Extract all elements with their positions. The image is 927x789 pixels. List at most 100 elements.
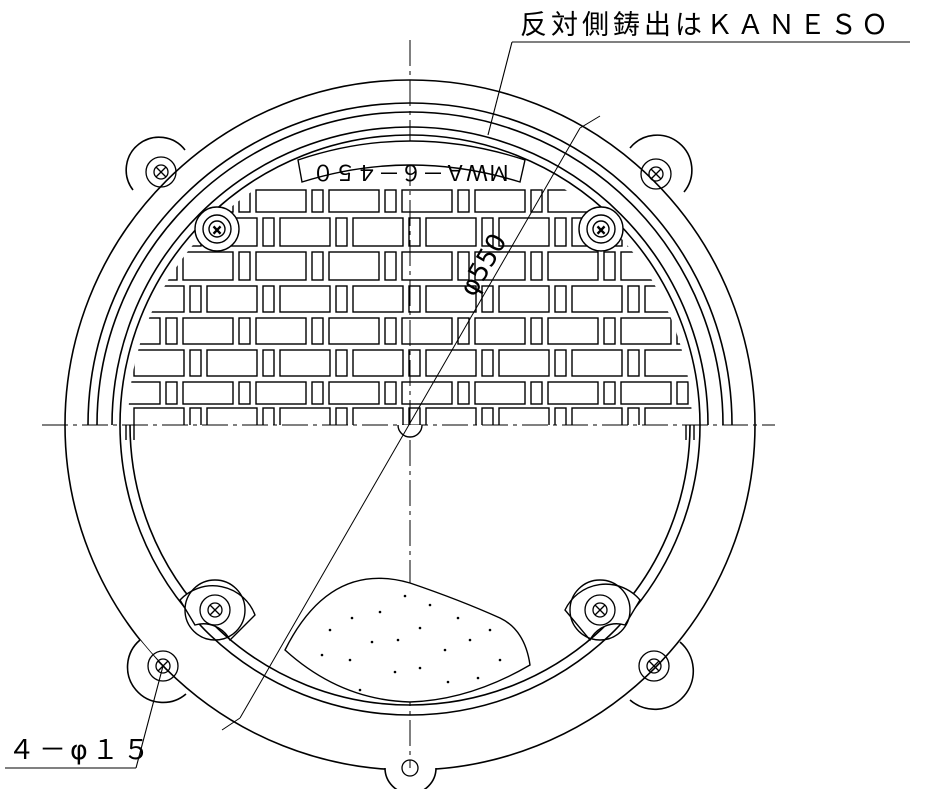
- grating-slot: [255, 317, 307, 345]
- grating-slot: [352, 407, 404, 425]
- grating-slot: [262, 407, 275, 425]
- lobe-top-right: [629, 134, 693, 193]
- grating-slot: [620, 381, 672, 405]
- grating-slot: [676, 381, 689, 405]
- grating-slot: [311, 189, 324, 213]
- grating-slot: [718, 218, 768, 246]
- grating-slot: [335, 349, 348, 377]
- grating-slot: [554, 285, 567, 313]
- lid-inner-circle: [119, 134, 701, 425]
- sand-dot: [468, 638, 472, 642]
- grating-slot: [498, 407, 550, 425]
- grating-slot: [335, 217, 348, 247]
- grating-slot: [694, 382, 744, 404]
- grating-slot: [182, 251, 234, 281]
- sand-dot: [476, 676, 480, 680]
- grating-slot: [547, 251, 599, 281]
- grating-slot: [694, 318, 744, 344]
- reverse-side-note: 反対側鋳出はＫＡＮＥＳＯ: [520, 10, 892, 41]
- grating-slot: [328, 317, 380, 345]
- grating-slot: [547, 381, 599, 405]
- grating-slot: [498, 349, 550, 377]
- grating-slot: [694, 190, 744, 212]
- grating-slot: [328, 251, 380, 281]
- lobe-top-left: [125, 136, 186, 191]
- sand-dot: [328, 628, 332, 632]
- grating-slot: [676, 251, 689, 281]
- grating-slot: [603, 317, 616, 345]
- grating-slot: [554, 217, 567, 247]
- grating-slot: [457, 189, 470, 213]
- diameter-label: φ550: [454, 229, 513, 302]
- grating-slot: [474, 251, 526, 281]
- grating-slot: [718, 408, 768, 426]
- grating-slot: [206, 285, 258, 313]
- grating-slot: [401, 251, 453, 281]
- grating-slot: [384, 317, 397, 345]
- grating-slot: [182, 381, 234, 405]
- sand-dot: [358, 688, 362, 692]
- grating-slot: [279, 285, 331, 313]
- grating-slot: [311, 317, 324, 345]
- grating-slot: [701, 408, 712, 426]
- grating-slot: [457, 251, 470, 281]
- grating-slot: [481, 407, 494, 425]
- lid-marking-banner: ＭＷＡ－６－４５０: [297, 140, 526, 184]
- frame-inner-ring: [87, 102, 733, 425]
- grating-slot: [408, 285, 421, 313]
- sand-dot: [378, 610, 382, 614]
- grating-slot: [262, 349, 275, 377]
- grating-slot: [408, 407, 421, 425]
- grating-slot: [311, 381, 324, 405]
- grating-slot: [425, 349, 477, 377]
- grating-slot: [498, 217, 550, 247]
- grating-slot: [279, 407, 331, 425]
- grating-slot: [189, 285, 202, 313]
- grating-slot: [571, 349, 623, 377]
- bottom-hole: [401, 759, 419, 777]
- sand-dot: [396, 638, 400, 642]
- frame-inner-ring-2: [96, 111, 724, 425]
- grating-slot: [644, 407, 692, 425]
- grating-slot: [474, 317, 526, 345]
- sand-dot: [418, 666, 422, 670]
- grating-slot: [498, 285, 550, 313]
- grating-slot: [627, 407, 640, 425]
- sand-dot: [348, 658, 352, 662]
- grating-slot: [384, 251, 397, 281]
- lid-bolts: × ×: [194, 206, 624, 252]
- grating-slot: [474, 381, 526, 405]
- grating-slot: [644, 349, 692, 377]
- grating-slot: [255, 251, 307, 281]
- grating-slot: [547, 189, 599, 213]
- grating-slot: [620, 317, 672, 345]
- grating-slot: [694, 252, 744, 280]
- grating-slot: [644, 285, 692, 313]
- sand-dot: [393, 670, 397, 674]
- grating-slot: [401, 317, 453, 345]
- lobe-bottom-left: [126, 639, 187, 704]
- mounting-lobes: [125, 134, 695, 789]
- grating-slot: [238, 317, 251, 345]
- sand-dot: [350, 616, 354, 620]
- sand-dot: [428, 603, 432, 607]
- grating-slot: [352, 349, 404, 377]
- grating-slot: [384, 381, 397, 405]
- grating-slot: [328, 381, 380, 405]
- grating-slot: [238, 251, 251, 281]
- grating-slot: [262, 217, 275, 247]
- grating-slot: [133, 349, 185, 377]
- grating-slot: [530, 317, 543, 345]
- grating-slot: [401, 189, 453, 213]
- frame-lower-interior: [119, 425, 701, 716]
- grating-slot: [530, 189, 543, 213]
- grating-slot: [133, 285, 185, 313]
- grating-slot: [311, 251, 324, 281]
- grating-slot: [530, 381, 543, 405]
- grating-slot: [238, 189, 251, 213]
- grating-slot: [603, 381, 616, 405]
- grating-slot: [255, 189, 307, 213]
- hole-callout: ４－φ１５: [8, 735, 154, 766]
- grating-slot: [676, 317, 689, 345]
